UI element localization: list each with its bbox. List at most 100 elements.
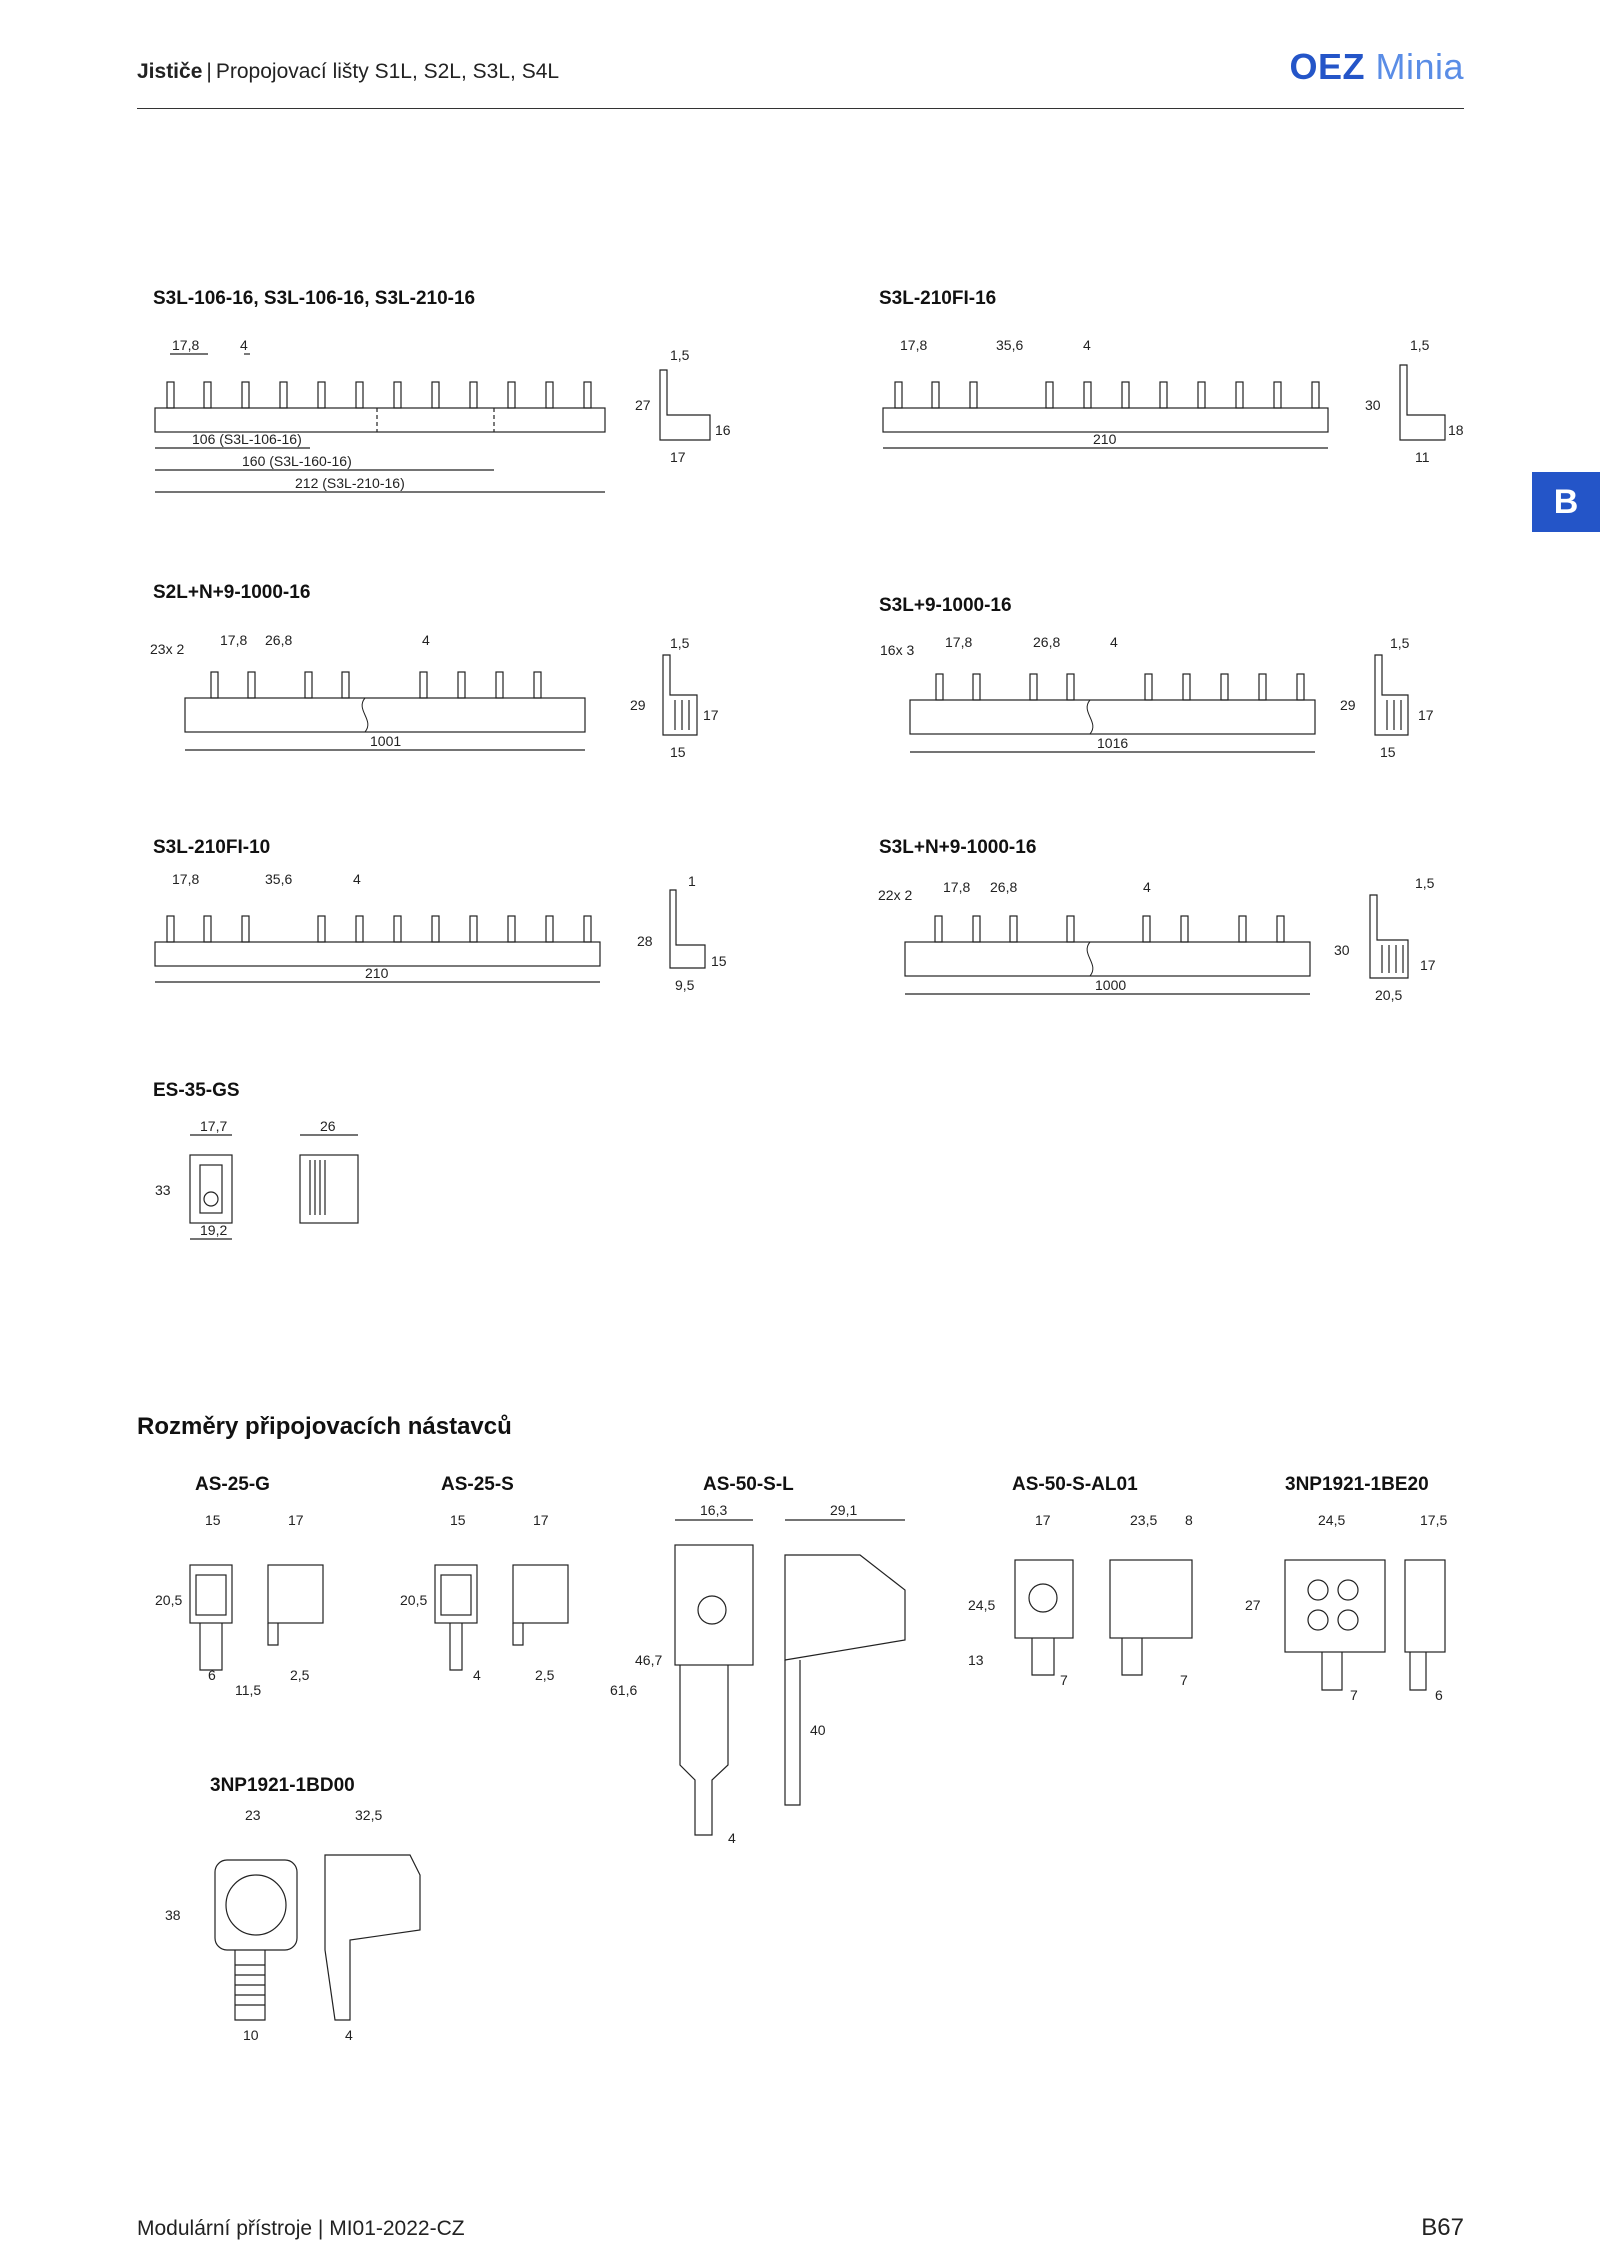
dim-label: 15 bbox=[450, 1512, 466, 1528]
dim-label: 26 bbox=[320, 1118, 336, 1134]
connector-title: AS-25-S bbox=[441, 1474, 514, 1495]
connector-drawing-as-50-s-al01: 17 23,5 8 24,5 13 7 7 bbox=[968, 1512, 1193, 1688]
footer-text: Modulární přístroje | MI01-2022-CZ bbox=[137, 2217, 465, 2240]
dim-label: 4 bbox=[1110, 634, 1118, 650]
dim-label: 26,8 bbox=[265, 632, 292, 648]
brand-oez: OEZ bbox=[1289, 46, 1365, 87]
dim-label: 1,5 bbox=[1415, 875, 1435, 891]
dim-label: 7 bbox=[1350, 1687, 1358, 1703]
dim-label: 17 bbox=[1418, 707, 1434, 723]
brand-minia: Minia bbox=[1375, 46, 1464, 87]
dim-label: 24,5 bbox=[1318, 1512, 1345, 1528]
dim-label: 18 bbox=[1448, 422, 1464, 438]
brand-logo: OEZ Minia bbox=[1289, 46, 1464, 88]
connector-drawing-as-25-s: 15 17 20,5 4 2,5 bbox=[400, 1512, 569, 1683]
dim-label: 8 bbox=[1185, 1512, 1193, 1528]
dim-label: 23x 2 bbox=[150, 641, 184, 657]
dim-label: 23,5 bbox=[1130, 1512, 1157, 1528]
dim-label: 17,8 bbox=[943, 879, 970, 895]
dim-label: 32,5 bbox=[355, 1807, 382, 1823]
dim-label: 17 bbox=[1035, 1512, 1051, 1528]
dim-label: 2,5 bbox=[535, 1667, 555, 1683]
dim-label: 19,2 bbox=[200, 1222, 227, 1238]
dim-label: 1 bbox=[688, 873, 696, 889]
dim-label: 2,5 bbox=[290, 1667, 310, 1683]
dim-label: 35,6 bbox=[996, 337, 1023, 353]
dim-label: 24,5 bbox=[968, 1597, 995, 1613]
dim-label: 1,5 bbox=[670, 635, 690, 651]
dim-label: 160 (S3L-160-16) bbox=[242, 453, 352, 469]
dim-label: 15 bbox=[205, 1512, 221, 1528]
connector-drawing-as-25-g: 15 17 20,5 6 11,5 2,5 bbox=[155, 1512, 324, 1698]
busbar-drawing-s3l-210fi-10: 17,8 35,6 4 210 bbox=[154, 871, 601, 983]
side-tab[interactable]: B bbox=[1532, 472, 1600, 532]
dim-label: 17,8 bbox=[945, 634, 972, 650]
drawing-title: ES-35-GS bbox=[153, 1080, 240, 1101]
busbar-drawing-s3l-9: 16x 3 17,8 26,8 4 1016 bbox=[880, 634, 1316, 753]
busbar-pins bbox=[166, 381, 592, 409]
page-header: Jističe|Propojovací lišty S1L, S2L, S3L,… bbox=[137, 60, 560, 83]
dim-label: 1,5 bbox=[1410, 337, 1430, 353]
dim-label: 210 bbox=[365, 965, 389, 981]
dim-label: 23 bbox=[245, 1807, 261, 1823]
dim-label: 212 (S3L-210-16) bbox=[295, 475, 405, 491]
dim-label: 17 bbox=[670, 449, 686, 465]
dim-label: 28 bbox=[637, 933, 653, 949]
dim-label: 4 bbox=[728, 1830, 736, 1846]
header-category: Jističe bbox=[137, 60, 203, 83]
dim-label: 1,5 bbox=[1390, 635, 1410, 651]
dim-label: 16x 3 bbox=[880, 642, 914, 658]
dim-label: 7 bbox=[1060, 1672, 1068, 1688]
drawing-title: S3L+9-1000-16 bbox=[879, 595, 1012, 616]
dim-label: 13 bbox=[968, 1652, 984, 1668]
busbar-drawing-s3l-16: 17,8 4 106 (S3L-106-16) 160 (S3L-160-16)… bbox=[154, 337, 606, 493]
dim-label: 15 bbox=[670, 744, 686, 760]
dim-label: 17 bbox=[533, 1512, 549, 1528]
busbar-profile-s3l-9: 1,5 29 17 15 bbox=[1340, 635, 1434, 760]
dim-label: 33 bbox=[155, 1182, 171, 1198]
drawing-title: S2L+N+9-1000-16 bbox=[153, 582, 311, 603]
dim-label: 17,8 bbox=[172, 871, 199, 887]
busbar-profile-s3l-16: 1,5 27 16 17 bbox=[635, 347, 731, 465]
dim-label: 17 bbox=[703, 707, 719, 723]
header-rule bbox=[137, 108, 1464, 109]
dim-label: 27 bbox=[635, 397, 651, 413]
dim-label: 29 bbox=[1340, 697, 1356, 713]
connector-title: AS-25-G bbox=[195, 1474, 270, 1495]
dim-label: 11,5 bbox=[235, 1682, 261, 1698]
dim-label: 1016 bbox=[1097, 735, 1128, 751]
dim-label: 29 bbox=[630, 697, 646, 713]
header-title: Propojovací lišty S1L, S2L, S3L, S4L bbox=[215, 60, 560, 83]
dim-label: 6 bbox=[1435, 1687, 1443, 1703]
busbar-drawing-s3l-n-9: 22x 2 17,8 26,8 4 1000 bbox=[878, 879, 1311, 995]
dim-label: 4 bbox=[1143, 879, 1151, 895]
connector-title: 3NP1921-1BE20 bbox=[1285, 1474, 1429, 1495]
dim-label: 16 bbox=[715, 422, 731, 438]
dim-label: 4 bbox=[1083, 337, 1091, 353]
dim-label: 20,5 bbox=[1375, 987, 1402, 1003]
dim-label: 27 bbox=[1245, 1597, 1261, 1613]
dim-label: 26,8 bbox=[1033, 634, 1060, 650]
dim-label: 17,7 bbox=[200, 1118, 227, 1134]
dim-label: 20,5 bbox=[155, 1592, 182, 1608]
drawing-title: S3L-210FI-16 bbox=[879, 288, 997, 309]
dim-label: 40 bbox=[810, 1722, 826, 1738]
busbar-drawing-s2l-n-9: 23x 2 17,8 26,8 4 1001 bbox=[150, 632, 586, 751]
dim-label: 15 bbox=[711, 953, 727, 969]
connector-drawing-3np1921-1be20: 24,5 17,5 27 7 6 bbox=[1245, 1512, 1447, 1703]
dim-label: 4 bbox=[422, 632, 430, 648]
terminal-drawing-es-35-gs: 17,7 26 33 19,2 bbox=[155, 1118, 359, 1240]
dim-label: 1,5 bbox=[670, 347, 690, 363]
dim-label: 1000 bbox=[1095, 977, 1126, 993]
section-title: Rozměry připojovacích nástavců bbox=[137, 1413, 512, 1440]
dim-label: 10 bbox=[243, 2027, 259, 2043]
connector-title: AS-50-S-AL01 bbox=[1012, 1474, 1138, 1495]
busbar-drawing-s3l-210fi-16: 17,8 35,6 4 210 bbox=[882, 337, 1329, 449]
dim-label: 30 bbox=[1365, 397, 1381, 413]
dim-label: 17,8 bbox=[900, 337, 927, 353]
drawing-title: S3L-210FI-10 bbox=[153, 837, 271, 858]
dim-label: 210 bbox=[1093, 431, 1117, 447]
connector-drawing-as-50-s-l: 16,3 29,1 61,6 46,7 40 4 bbox=[610, 1502, 906, 1846]
dim-label: 17 bbox=[288, 1512, 304, 1528]
dim-label: 17,5 bbox=[1420, 1512, 1447, 1528]
